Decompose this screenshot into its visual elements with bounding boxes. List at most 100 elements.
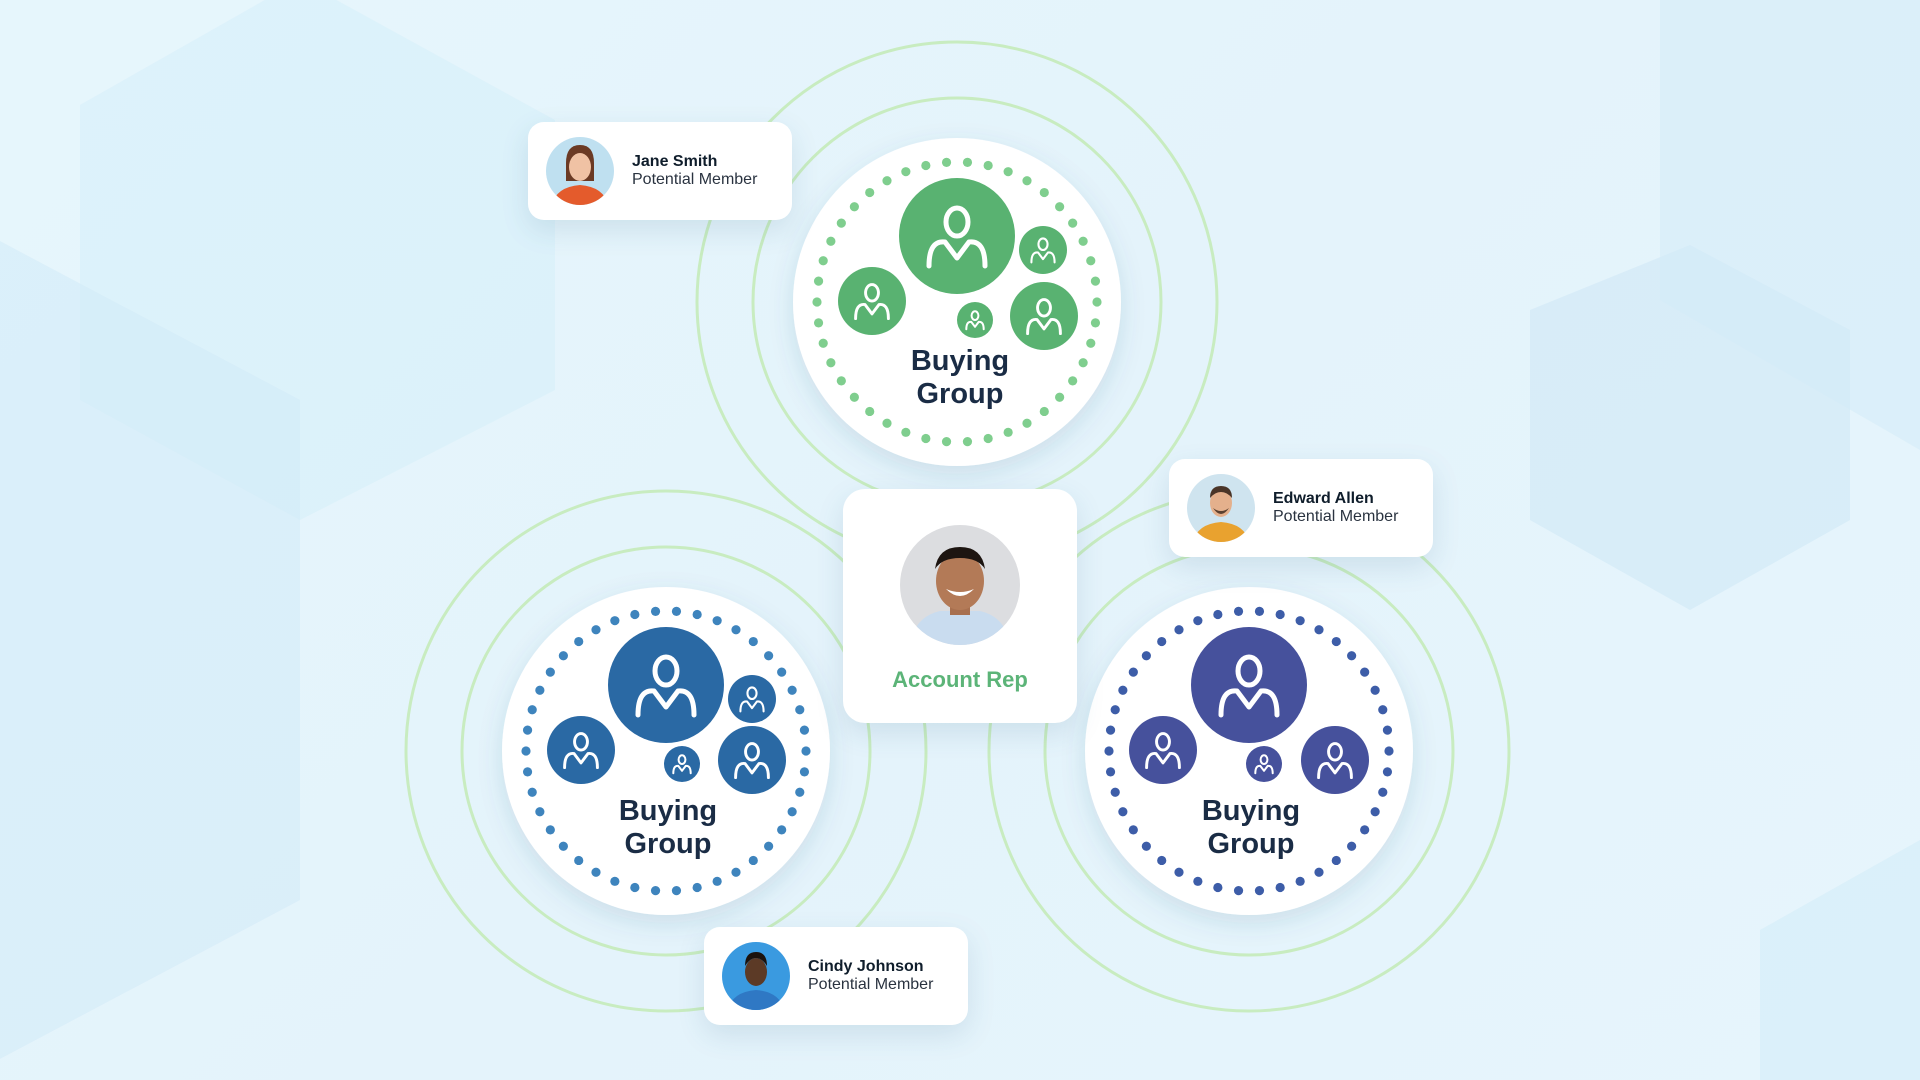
member-text: Jane Smith Potential Member xyxy=(632,153,757,189)
person-icon xyxy=(1129,716,1197,784)
person-icon xyxy=(899,178,1015,294)
group-dot xyxy=(630,882,640,893)
group-dot xyxy=(731,867,741,877)
group-dot xyxy=(1254,886,1265,896)
bg-hexagon xyxy=(1660,0,1920,450)
ring-group xyxy=(404,40,1511,1013)
group-dot xyxy=(962,157,973,167)
group-dot xyxy=(1360,825,1370,835)
group-label-line1: Buying xyxy=(618,795,718,827)
group-dot xyxy=(1174,867,1184,877)
group-dot xyxy=(1003,167,1013,177)
group-label-line2: Group xyxy=(916,378,1004,410)
group-dot xyxy=(545,667,555,677)
group-dot xyxy=(522,725,533,735)
group-dot xyxy=(527,787,537,797)
group-label-line1: Buying xyxy=(910,345,1010,377)
group-dot xyxy=(764,651,774,661)
member-role: Potential Member xyxy=(632,171,758,188)
group-dot xyxy=(574,636,584,647)
group-dot xyxy=(1055,202,1065,212)
group-dot xyxy=(1090,318,1101,328)
group-dot xyxy=(921,160,931,171)
group-dot xyxy=(813,318,824,328)
group-dot xyxy=(591,625,601,635)
group-dot xyxy=(983,433,993,444)
member-role: Potential Member xyxy=(808,976,934,993)
group-dot xyxy=(1039,406,1049,417)
buying-group-circle[interactable] xyxy=(793,138,1121,466)
group-dot xyxy=(1128,825,1138,835)
outer-ring xyxy=(404,489,928,1013)
member-card-cindy-johnson[interactable]: Cindy Johnson Potential Member xyxy=(704,927,968,1025)
group-dot xyxy=(671,886,682,896)
group-dot xyxy=(1157,855,1167,866)
group-disc xyxy=(793,138,1121,466)
person-icon xyxy=(1019,226,1067,274)
member-name: Edward Allen xyxy=(1273,490,1374,507)
group-dot xyxy=(1347,651,1357,661)
group-disc xyxy=(1085,587,1413,915)
group-label-line2: Group xyxy=(1207,828,1295,860)
group-dot xyxy=(813,276,824,286)
member-card-jane-smith[interactable]: Jane Smith Potential Member xyxy=(528,122,792,220)
buying-group-circle[interactable] xyxy=(1085,587,1413,915)
person-icon xyxy=(664,746,700,782)
group-dot xyxy=(1314,867,1324,877)
member-name: Jane Smith xyxy=(632,153,718,170)
group-dot xyxy=(1174,625,1184,635)
group-dot xyxy=(836,218,846,228)
group-dot xyxy=(1128,667,1138,677)
group-dot xyxy=(849,392,859,402)
buying-group-label-right: Buying Group xyxy=(1151,795,1351,861)
member-text: Edward Allen Potential Member xyxy=(1273,490,1398,526)
group-dot xyxy=(1233,886,1244,896)
group-dot xyxy=(1213,609,1223,620)
group-dot xyxy=(849,202,859,212)
group-dot xyxy=(1254,606,1265,616)
group-dot xyxy=(748,855,758,866)
group-dot xyxy=(1347,841,1357,851)
member-name: Cindy Johnson xyxy=(808,958,924,975)
bg-hexagon xyxy=(1760,840,1920,1080)
group-dot xyxy=(799,767,810,777)
group-dot xyxy=(1092,297,1102,307)
group-dot xyxy=(1193,876,1203,886)
member-text: Cindy Johnson Potential Member xyxy=(808,958,933,994)
person-icon xyxy=(1301,726,1369,794)
group-dot xyxy=(1314,625,1324,635)
bg-hexagon xyxy=(0,241,300,1059)
jane-smith-avatar xyxy=(546,137,614,205)
group-dot xyxy=(1233,606,1244,616)
group-dot xyxy=(764,841,774,851)
group-dot xyxy=(901,167,911,177)
group-dot xyxy=(630,609,640,620)
group-dot xyxy=(1110,787,1120,797)
inner-ring xyxy=(460,545,872,957)
member-role: Potential Member xyxy=(1273,508,1399,525)
group-dot xyxy=(650,606,661,616)
group-dot xyxy=(941,157,952,167)
member-card-edward-allen[interactable]: Edward Allen Potential Member xyxy=(1169,459,1433,557)
buying-group-circle[interactable] xyxy=(502,587,830,915)
person-icon xyxy=(608,627,724,743)
group-dot xyxy=(801,746,811,756)
group-dot xyxy=(812,297,822,307)
group-dot xyxy=(1141,651,1151,661)
account-rep-card[interactable]: Account Rep xyxy=(843,489,1077,723)
group-dot xyxy=(882,418,892,428)
group-dot xyxy=(818,338,828,348)
group-dot xyxy=(836,376,846,386)
group-dot xyxy=(610,616,620,626)
group-dot xyxy=(1378,705,1388,715)
group-dot xyxy=(1105,725,1116,735)
group-dot xyxy=(962,437,973,447)
group-dot xyxy=(1110,705,1120,715)
group-dot xyxy=(1382,725,1393,735)
group-dot xyxy=(1275,609,1285,620)
group-dot xyxy=(1118,807,1128,817)
group-dot xyxy=(826,236,836,246)
group-dot xyxy=(591,867,601,877)
person-icon xyxy=(1246,746,1282,782)
